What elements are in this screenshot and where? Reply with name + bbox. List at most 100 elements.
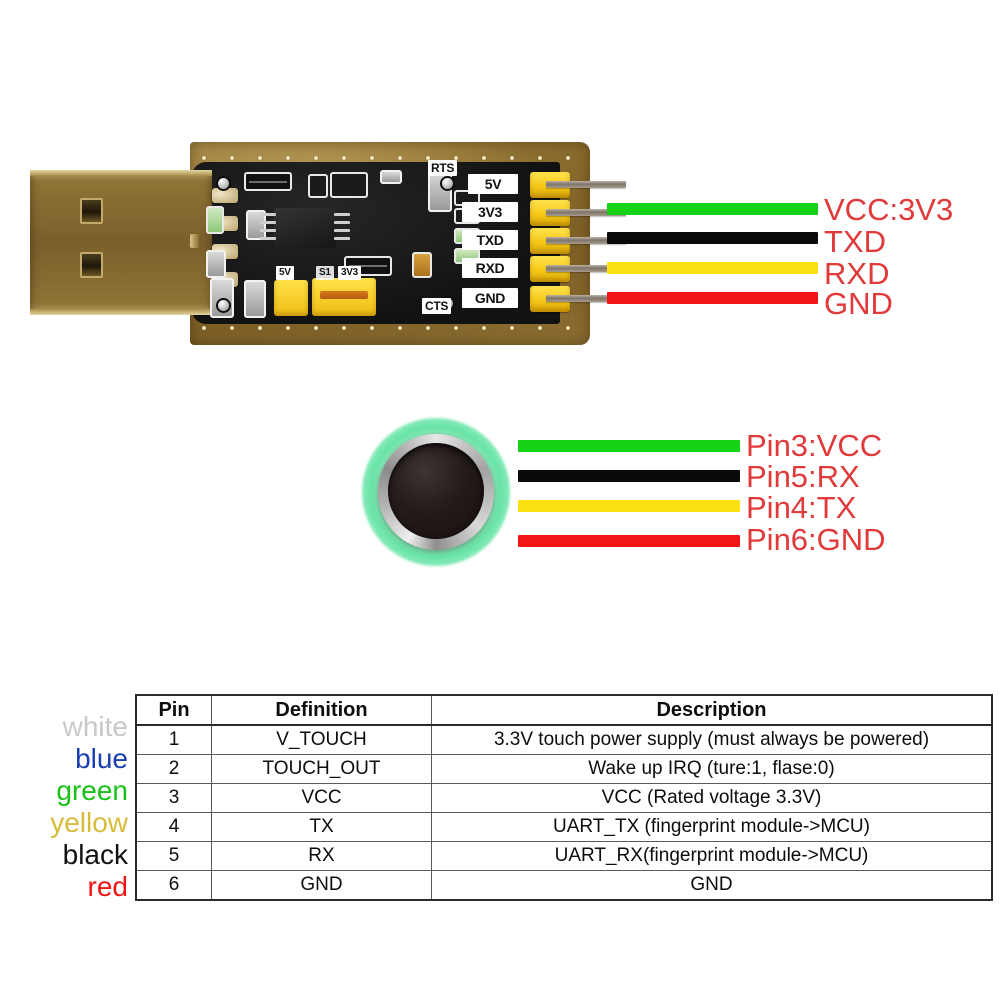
via-row-top: [202, 156, 582, 161]
silk-label-rts: RTS: [428, 160, 458, 176]
cell-pin: 3: [135, 783, 212, 813]
smd-pad: [246, 210, 266, 240]
adapter-label-gnd: GND: [824, 286, 893, 321]
ic-leg: [260, 213, 276, 216]
table-header-row: Pin Definition Description: [135, 694, 993, 726]
header-pin-rxd[interactable]: [546, 265, 626, 272]
via: [370, 326, 374, 330]
jumper-block-5v[interactable]: [274, 280, 308, 316]
mounting-via: [218, 178, 229, 189]
pin-definition-table: Pin Definition Description 1 V_TOUCH 3.3…: [135, 694, 993, 901]
jumper-shunt[interactable]: [312, 278, 376, 316]
sensor-wire-red: [518, 535, 740, 547]
cell-pin: 6: [135, 870, 212, 901]
via: [566, 326, 570, 330]
legend-color-white: white: [62, 711, 128, 742]
sensor-wire-green: [518, 440, 740, 452]
usb-shell-notch: [80, 198, 103, 224]
via: [314, 156, 318, 160]
smd-capacitor: [412, 252, 432, 278]
table-row: 1 V_TOUCH 3.3V touch power supply (must …: [135, 724, 993, 755]
usb-to-ttl-adapter-photo: RTS CTS 5V 3V3 TXD RXD GND 5V S1 3V3: [30, 130, 630, 360]
mounting-via: [218, 300, 229, 311]
adapter-wire-red: [607, 292, 818, 304]
header-pin-gnd[interactable]: [546, 295, 626, 302]
via: [454, 156, 458, 160]
ic-leg: [260, 221, 276, 224]
header-pin-5v[interactable]: [546, 181, 626, 188]
usb-shell-dimple: [190, 234, 199, 248]
via: [510, 156, 514, 160]
silk-label-jumper-3v3: 3V3: [338, 266, 361, 280]
cell-definition: TX: [211, 812, 432, 842]
sensor-wire-black: [518, 470, 740, 482]
cell-description: Wake up IRQ (ture:1, flase:0): [431, 754, 993, 784]
cell-pin: 1: [135, 724, 212, 755]
cell-description: UART_TX (fingerprint module->MCU): [431, 812, 993, 842]
smd-pad: [210, 278, 234, 318]
via: [538, 326, 542, 330]
header-pin-3v3[interactable]: [546, 209, 626, 216]
silk-label-jumper-sel: S1: [316, 266, 334, 280]
cell-definition: V_TOUCH: [211, 724, 432, 755]
usb-a-plug: [30, 170, 212, 315]
via: [342, 156, 346, 160]
column-header-definition: Definition: [211, 694, 432, 726]
via: [258, 156, 262, 160]
fingerprint-sensor-photo: [362, 418, 510, 566]
cell-definition: GND: [211, 870, 432, 901]
ic-leg: [334, 237, 350, 240]
ic-leg: [334, 213, 350, 216]
silk-label-pin-txd: TXD: [462, 230, 518, 250]
adapter-wire-green: [607, 203, 818, 215]
smd-resistor: [244, 172, 292, 191]
silk-label-pin-5v: 5V: [468, 174, 518, 194]
via: [258, 326, 262, 330]
table-row: 4 TX UART_TX (fingerprint module->MCU): [135, 812, 993, 842]
via: [398, 156, 402, 160]
via: [426, 326, 430, 330]
sensor-label-gnd: Pin6:GND: [746, 522, 886, 557]
sensor-touch-pad[interactable]: [388, 443, 484, 539]
adapter-wire-yellow: [607, 262, 818, 274]
smd-pad: [206, 250, 226, 278]
smd-pad: [428, 170, 452, 212]
cell-description: 3.3V touch power supply (must always be …: [431, 724, 993, 755]
ic-leg: [334, 229, 350, 232]
ic-leg: [334, 221, 350, 224]
mounting-via: [442, 178, 453, 189]
cell-description: VCC (Rated voltage 3.3V): [431, 783, 993, 813]
sensor-label-tx: Pin4:TX: [746, 490, 857, 525]
legend-color-black: black: [62, 839, 128, 870]
cell-description: UART_RX(fingerprint module->MCU): [431, 841, 993, 871]
smd-component: [308, 174, 328, 198]
cell-pin: 5: [135, 841, 212, 871]
wire-color-legend: white blue green yellow black red: [0, 713, 128, 903]
via: [538, 156, 542, 160]
via: [454, 326, 458, 330]
via: [202, 326, 206, 330]
via: [314, 326, 318, 330]
legend-color-blue: blue: [75, 743, 128, 774]
adapter-label-txd: TXD: [824, 224, 886, 259]
via: [426, 156, 430, 160]
via: [202, 156, 206, 160]
table-row: 5 RX UART_RX(fingerprint module->MCU): [135, 841, 993, 871]
sensor-wire-yellow: [518, 500, 740, 512]
header-pin-txd[interactable]: [546, 237, 626, 244]
silk-label-cts: CTS: [422, 298, 452, 314]
legend-color-yellow: yellow: [50, 807, 128, 838]
legend-color-green: green: [56, 775, 128, 806]
silk-label-jumper-5v: 5V: [276, 266, 294, 280]
legend-color-red: red: [87, 871, 128, 902]
via: [398, 326, 402, 330]
silk-label-pin-rxd: RXD: [462, 258, 518, 278]
smd-component: [330, 172, 368, 198]
cell-definition: RX: [211, 841, 432, 871]
silk-label-pin-gnd: GND: [462, 288, 518, 308]
smd-pad: [380, 170, 402, 184]
adapter-wire-black: [607, 232, 818, 244]
via: [230, 326, 234, 330]
jumper-contact-bar: [320, 291, 368, 299]
table-row: 3 VCC VCC (Rated voltage 3.3V): [135, 783, 993, 813]
